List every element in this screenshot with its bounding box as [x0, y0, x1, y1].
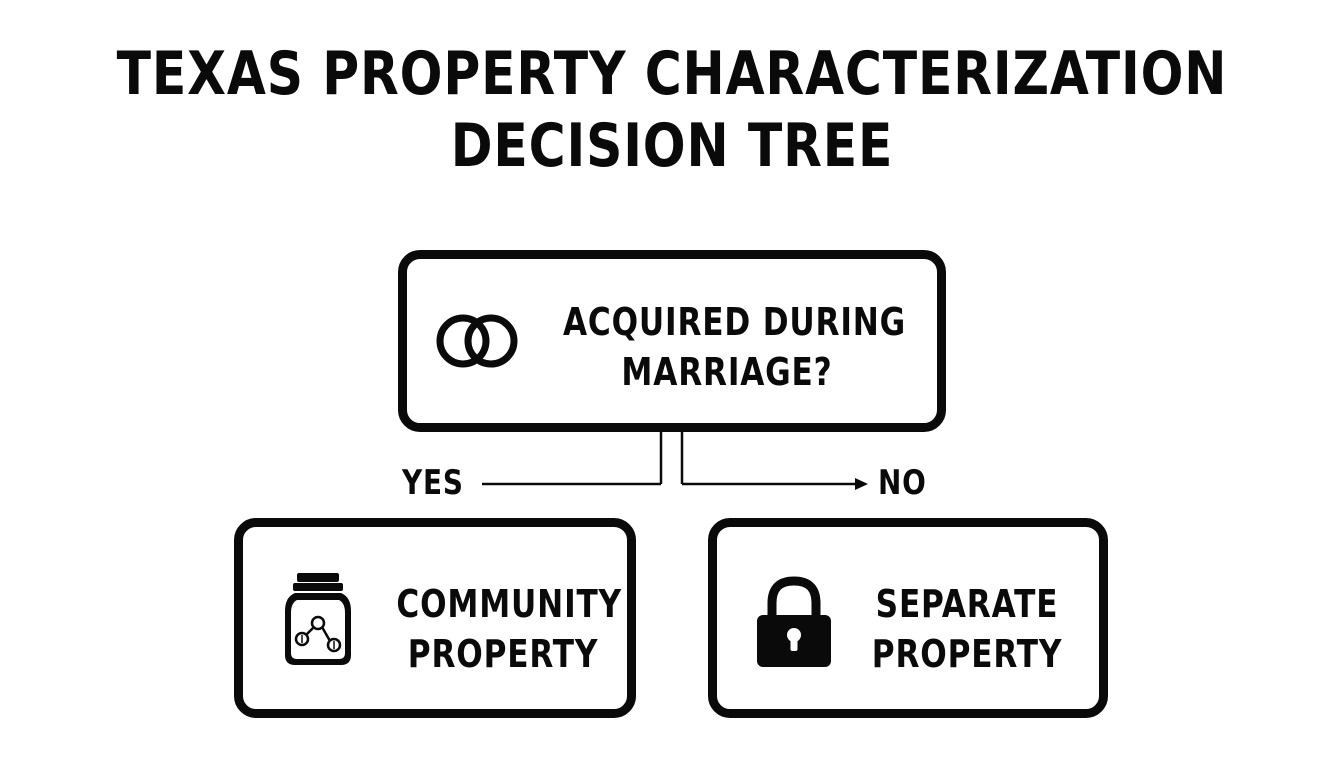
diagram-title: TEXAS PROPERTY CHARACTERIZATION DECISION… [108, 38, 1237, 182]
separate-property-text: SEPARATE PROPERTY [860, 579, 1073, 679]
community-property-node: COMMUNITY PROPERTY [234, 518, 636, 718]
question-node: ACQUIRED DURING MARRIAGE? [398, 250, 946, 432]
community-line-1: COMMUNITY [396, 582, 622, 626]
separate-property-node: SEPARATE PROPERTY [708, 518, 1108, 718]
community-property-text: COMMUNITY PROPERTY [396, 579, 622, 679]
no-branch-label: NO [878, 463, 927, 503]
question-text: ACQUIRED DURING MARRIAGE? [563, 297, 907, 397]
title-line-2: DECISION TREE [450, 111, 894, 181]
question-line-1: ACQUIRED DURING [563, 300, 907, 344]
separate-line-2: PROPERTY [871, 632, 1063, 676]
wedding-rings-icon [436, 314, 518, 368]
separate-line-1: SEPARATE [875, 582, 1059, 626]
question-line-2: MARRIAGE? [621, 350, 833, 394]
title-line-1: TEXAS PROPERTY CHARACTERIZATION [116, 39, 1228, 109]
money-jar-icon [285, 573, 351, 665]
no-arrowhead [855, 478, 868, 490]
padlock-icon [757, 576, 831, 667]
community-line-2: PROPERTY [407, 632, 599, 676]
yes-branch-label: YES [402, 463, 464, 503]
